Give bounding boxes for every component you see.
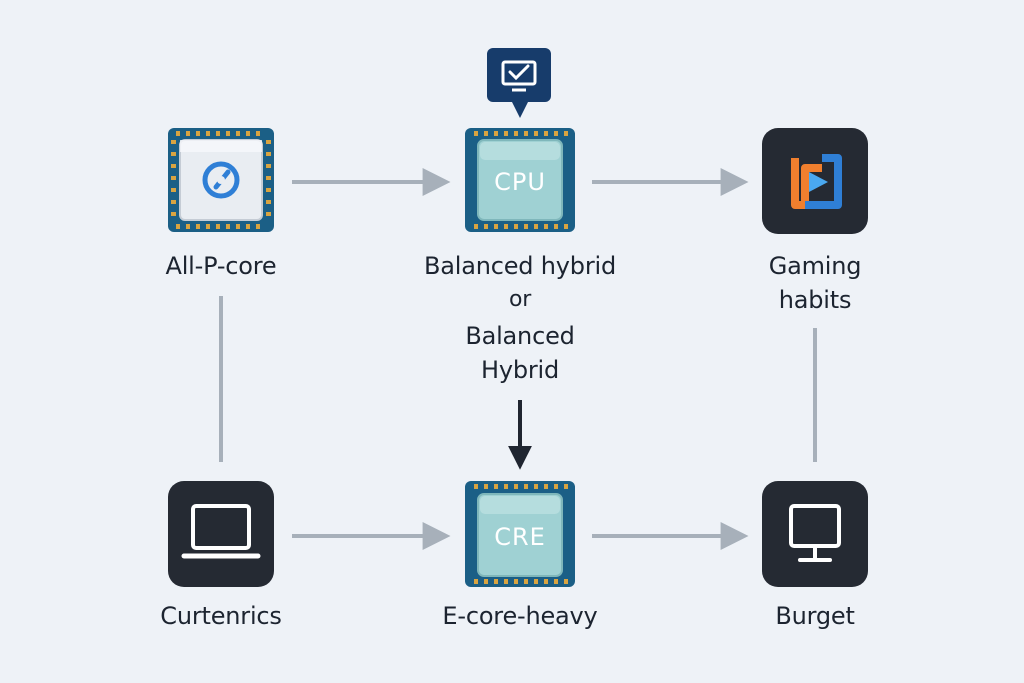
- e-core-heavy-chip: CRE: [465, 481, 575, 587]
- all-p-core-chip: [168, 128, 274, 232]
- gaming-habits-label-2: habits: [778, 286, 852, 314]
- all-p-core-label: All-P-core: [165, 252, 277, 280]
- burget-label: Burget: [775, 602, 855, 630]
- play-icon: [791, 154, 842, 209]
- gauge-chip-icon: [202, 161, 240, 199]
- gaming-habits-tile: [762, 128, 868, 234]
- balanced-hybrid-label-4: Hybrid: [480, 356, 560, 384]
- balanced-hybrid-label-2: or: [508, 287, 532, 312]
- monitor-check-icon: [487, 48, 551, 118]
- curtenrics-label: Curtenrics: [160, 602, 282, 630]
- balanced-hybrid-label-3: Balanced: [465, 322, 575, 350]
- balanced-hybrid-label-1: Balanced hybrid: [423, 252, 616, 280]
- e-core-chip-text: CRE: [494, 523, 546, 551]
- e-core-heavy-label: E-core-heavy: [442, 602, 598, 630]
- gaming-habits-label-1: Gaming: [768, 252, 862, 280]
- cpu-chip-icon: CPU: [465, 128, 575, 232]
- laptop-icon: [181, 504, 261, 559]
- balanced-chip-text: CPU: [494, 168, 546, 196]
- monitor-icon: [789, 504, 841, 562]
- burget-tile: [762, 481, 868, 587]
- curtenrics-tile: [168, 481, 274, 587]
